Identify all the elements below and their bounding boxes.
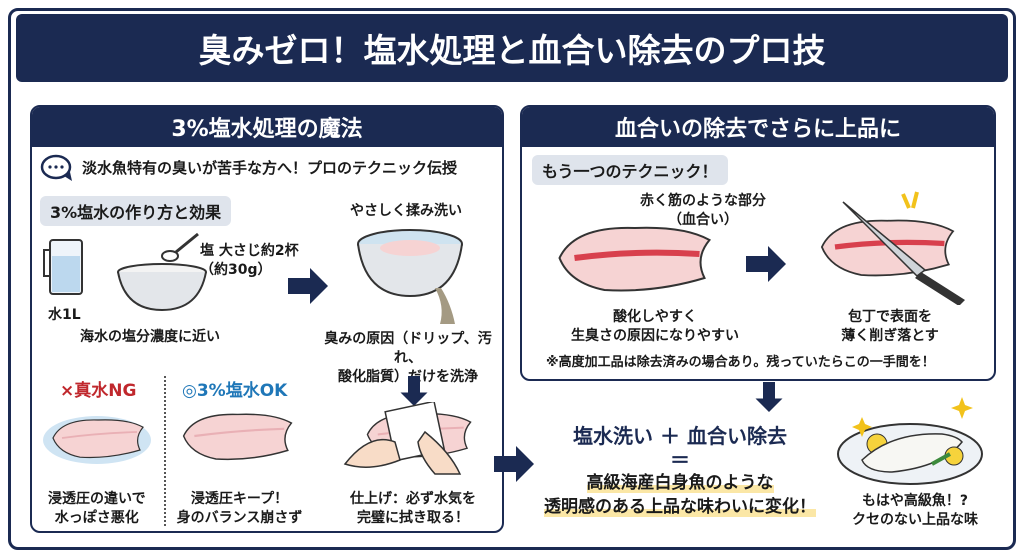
blood-line-panel-header: 血合いの除去でさらに上品に bbox=[522, 107, 994, 147]
result-line-1-text: 高級海産白身魚のような bbox=[586, 473, 774, 493]
knife-trimming-image bbox=[805, 191, 965, 305]
result-line-2-text: 透明感のある上品な味わいに変化！ bbox=[544, 497, 816, 517]
arrow-right-icon bbox=[494, 446, 534, 482]
knife-1: 包丁で表面を bbox=[848, 309, 932, 325]
water-label: 水1L bbox=[48, 307, 81, 323]
brine-recipe-tag: 3%塩水の作り方と効果 bbox=[40, 196, 232, 226]
knife-desc: 包丁で表面を薄く削ぎ落とす bbox=[820, 308, 960, 346]
plate-caption: もはや高級魚！? クセのない上品な味 bbox=[840, 492, 990, 530]
blood-line-callout: 赤く筋のような部分 （血合い） bbox=[640, 192, 766, 230]
processing-note: ※高度加工品は除去済みの場合あり。残っていたらこの一手間を！ bbox=[546, 355, 935, 370]
ng-desc-1: 浸透圧の違いで bbox=[48, 491, 146, 507]
knife-2: 薄く削ぎ落とす bbox=[841, 327, 939, 344]
page-title: 臭みゼロ！塩水処理と血合い除去のプロ技 bbox=[16, 14, 1008, 82]
bowl-icon bbox=[117, 263, 207, 312]
salt-amount: 塩 大さじ約2杯 bbox=[200, 243, 299, 259]
outer-frame bbox=[8, 8, 1016, 550]
measuring-cup-icon bbox=[43, 239, 83, 295]
cause-2: 生臭さの原因になりやすい bbox=[571, 327, 739, 344]
wash-desc-1: 臭みの原因（ドリップ、汚れ、 bbox=[324, 331, 492, 366]
callout-1: 赤く筋のような部分 bbox=[640, 193, 766, 209]
ok-desc: 浸透圧キープ！ 身のバランス崩さず bbox=[172, 490, 307, 528]
brine-fillet-image bbox=[182, 413, 293, 461]
ok-desc-1: 浸透圧キープ！ bbox=[190, 491, 289, 507]
divider bbox=[164, 376, 166, 526]
watery-fillet-image bbox=[43, 416, 151, 464]
sea-note: 海水の塩分濃度に近い bbox=[80, 329, 220, 345]
intro-text: 淡水魚特有の臭いが苦手な方へ！プロのテクニック伝授 bbox=[82, 158, 458, 177]
finish-desc-1: 仕上げ：必ず水気を bbox=[350, 491, 476, 507]
wash-title: やさしく揉み洗い bbox=[350, 203, 462, 219]
plate-caption-1: もはや高級魚！? bbox=[861, 493, 969, 509]
plate-caption-2: クセのない上品な味 bbox=[852, 511, 978, 528]
salt-grams: （約30g） bbox=[200, 261, 272, 278]
callout-2: （血合い） bbox=[668, 211, 738, 228]
ng-title: ×真水NG bbox=[60, 381, 137, 401]
finish-desc: 仕上げ：必ず水気を完璧に拭き取る！ bbox=[338, 490, 488, 528]
salt-label: 塩 大さじ約2杯 （約30g） bbox=[200, 242, 299, 280]
cause-1: 酸化しやすく bbox=[613, 309, 697, 325]
finish-desc-2: 完璧に拭き取る！ bbox=[357, 509, 469, 526]
plated-fish-image bbox=[837, 397, 983, 485]
ng-desc: 浸透圧の違いで水っぽさ悪化 bbox=[48, 490, 146, 528]
arrow-right-icon bbox=[286, 268, 330, 304]
result-line-2: 透明感のある上品な味わいに変化！ bbox=[520, 492, 840, 517]
result-line-1: 高級海産白身魚のような bbox=[530, 468, 830, 493]
ok-desc-2: 身のバランス崩さず bbox=[176, 509, 303, 526]
technique-tag: もう一つのテクニック！ bbox=[532, 155, 728, 185]
speech-bubble-icon bbox=[40, 154, 72, 181]
intro: 淡水魚特有の臭いが苦手な方へ！プロのテクニック伝授 bbox=[40, 154, 457, 182]
paper-towel-drying-image bbox=[343, 402, 472, 475]
result-equals: ＝ bbox=[670, 448, 690, 472]
ok-title: ◎3%塩水OK bbox=[182, 381, 288, 401]
spoon-icon bbox=[161, 232, 199, 262]
arrow-right-icon bbox=[744, 246, 788, 282]
ng-desc-2: 水っぽさ悪化 bbox=[54, 509, 139, 526]
arrow-down-icon bbox=[752, 382, 786, 412]
cause-desc: 酸化しやすく生臭さの原因になりやすい bbox=[565, 308, 745, 346]
blood-line-fillet-image bbox=[552, 218, 717, 298]
washing-bowl-icon bbox=[357, 229, 463, 324]
result-formula: 塩水洗い ＋ 血合い除去 bbox=[573, 424, 787, 448]
brine-panel-header: 3%塩水処理の魔法 bbox=[32, 107, 502, 147]
